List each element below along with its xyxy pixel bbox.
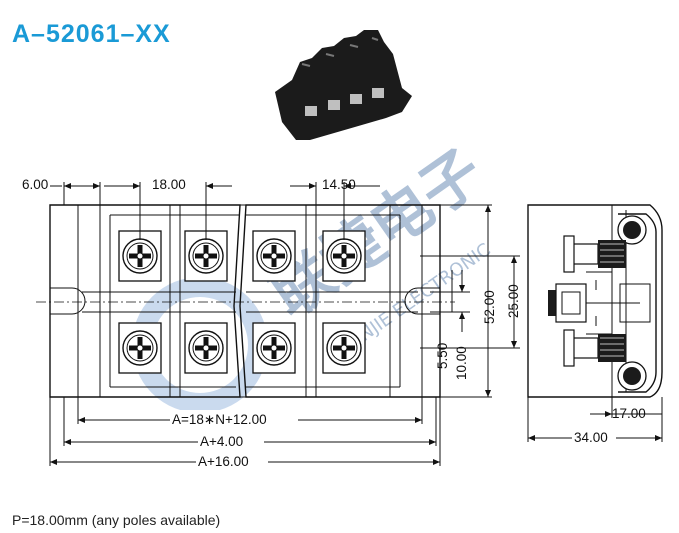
product-photo	[275, 30, 412, 140]
dim-length-a16: A+16.00	[198, 454, 249, 469]
bottom-dimensions: A=18∗N+12.00 A+4.00 A+16.00	[49, 397, 441, 470]
dim-offset-10: 10.00	[454, 346, 469, 380]
part-number-title: A–52061–XX	[12, 20, 171, 48]
dim-top-right: 14.50	[322, 177, 356, 192]
dim-height-25: 25.00	[506, 284, 521, 318]
dim-top-pitch: 18.00	[152, 177, 186, 192]
dim-offset-5-50: 5.50	[435, 343, 450, 369]
side-view: 17.00 34.00	[527, 204, 663, 446]
pitch-note: P=18.00mm (any poles available)	[12, 512, 221, 528]
side-dimensions: 5.50 10.00 52.00 25.00	[420, 204, 521, 398]
dim-length-a4: A+4.00	[200, 434, 243, 449]
dim-depth-17: 17.00	[612, 406, 646, 421]
dim-top-left: 6.00	[22, 177, 48, 192]
dim-depth-34: 34.00	[574, 430, 608, 445]
top-dimensions: 6.00 18.00 14.50	[22, 177, 380, 240]
front-view	[36, 204, 455, 398]
dim-height-52: 52.00	[482, 290, 497, 324]
dim-length-a: A=18∗N+12.00	[172, 412, 267, 427]
